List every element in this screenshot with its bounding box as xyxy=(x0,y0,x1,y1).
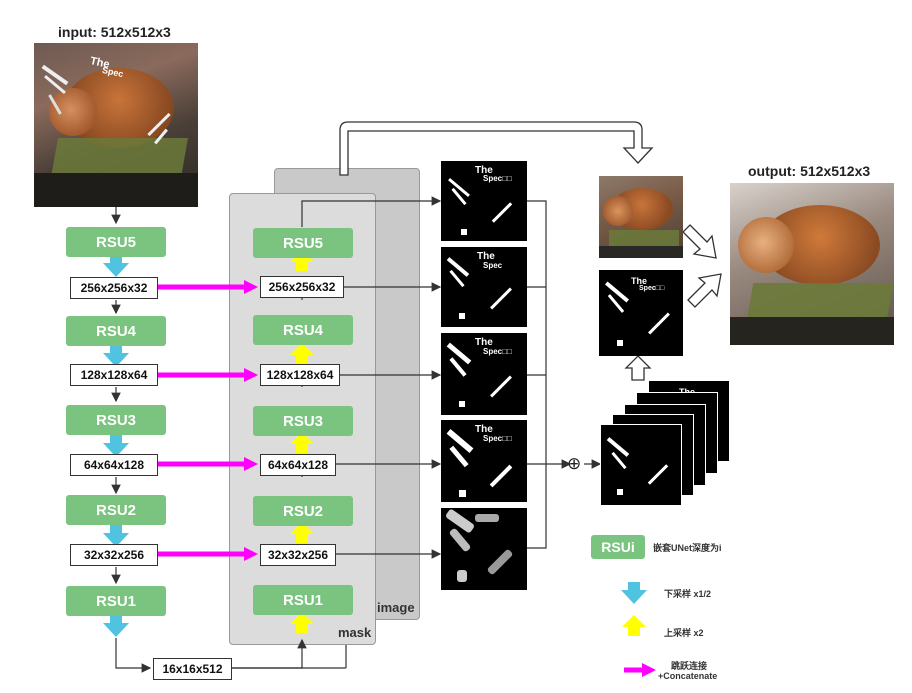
intermediate-image xyxy=(599,176,683,258)
decoder-dim-256: 256x256x32 xyxy=(260,276,344,298)
legend-skip-desc-2: +Concatenate xyxy=(658,671,718,681)
encoder-rsu3: RSU3 xyxy=(66,405,166,435)
decoder-rsu4: RSU4 xyxy=(253,315,353,345)
decoder-dim-32: 32x32x256 xyxy=(260,544,336,566)
legend-skip-desc-1: 跳跃连接 xyxy=(671,661,708,671)
encoder-dim-32: 32x32x256 xyxy=(70,544,158,566)
encoder-dim-256: 256x256x32 xyxy=(70,277,158,299)
side-output-mask-4: The Spec□□ xyxy=(441,420,527,502)
decoder-dim-128: 128x128x64 xyxy=(260,364,340,386)
mask-panel-label: mask xyxy=(338,625,372,640)
output-title: output: 512x512x3 xyxy=(748,163,871,179)
input-title: input: 512x512x3 xyxy=(58,24,171,40)
legend-skip-arrow xyxy=(620,663,658,679)
legend-rsu-desc: 嵌套UNet深度为i xyxy=(653,543,722,553)
side-output-mask-1: The Spec□□ xyxy=(441,161,527,241)
encoder-dim-128: 128x128x64 xyxy=(70,364,158,386)
encoder-rsu5: RSU5 xyxy=(66,227,166,257)
legend-rsu-box: RSUi xyxy=(591,535,645,559)
up-arrows xyxy=(290,250,314,633)
legend-up-arrow xyxy=(620,615,648,637)
side-output-mask-3: The Spec□□ xyxy=(441,333,527,415)
encoder-rsu4: RSU4 xyxy=(66,316,166,346)
decoder-rsu3: RSU3 xyxy=(253,406,353,436)
legend-down-arrow-shape xyxy=(621,582,647,604)
skip-arrows xyxy=(158,280,258,561)
decoder-dim-64: 64x64x128 xyxy=(260,454,336,476)
legend-up-arrow-shape xyxy=(622,615,646,636)
legend-down-desc: 下采样 x1/2 xyxy=(664,589,712,599)
stacked-mask-front xyxy=(600,424,682,506)
decoder-rsu1: RSU1 xyxy=(253,585,353,615)
down-arrows xyxy=(103,255,129,637)
decoder-rsu5: RSU5 xyxy=(253,228,353,258)
encoder-rsu2: RSU2 xyxy=(66,495,166,525)
input-image: The Spec xyxy=(34,43,198,207)
legend-down-arrow xyxy=(620,582,648,604)
concat-symbol: ⊕ xyxy=(567,454,582,474)
decoder-rsu2: RSU2 xyxy=(253,496,353,526)
side-output-mask-5 xyxy=(441,508,527,590)
legend-up-desc: 上采样 x2 xyxy=(664,628,704,638)
image-panel-label: image xyxy=(377,600,415,615)
bottleneck-dim: 16x16x512 xyxy=(153,658,232,680)
encoder-dim-64: 64x64x128 xyxy=(70,454,158,476)
output-image xyxy=(730,183,894,345)
side-output-mask-2: The Spec xyxy=(441,247,527,327)
encoder-rsu1: RSU1 xyxy=(66,586,166,616)
fused-mask: The Spec□□ xyxy=(599,270,683,356)
